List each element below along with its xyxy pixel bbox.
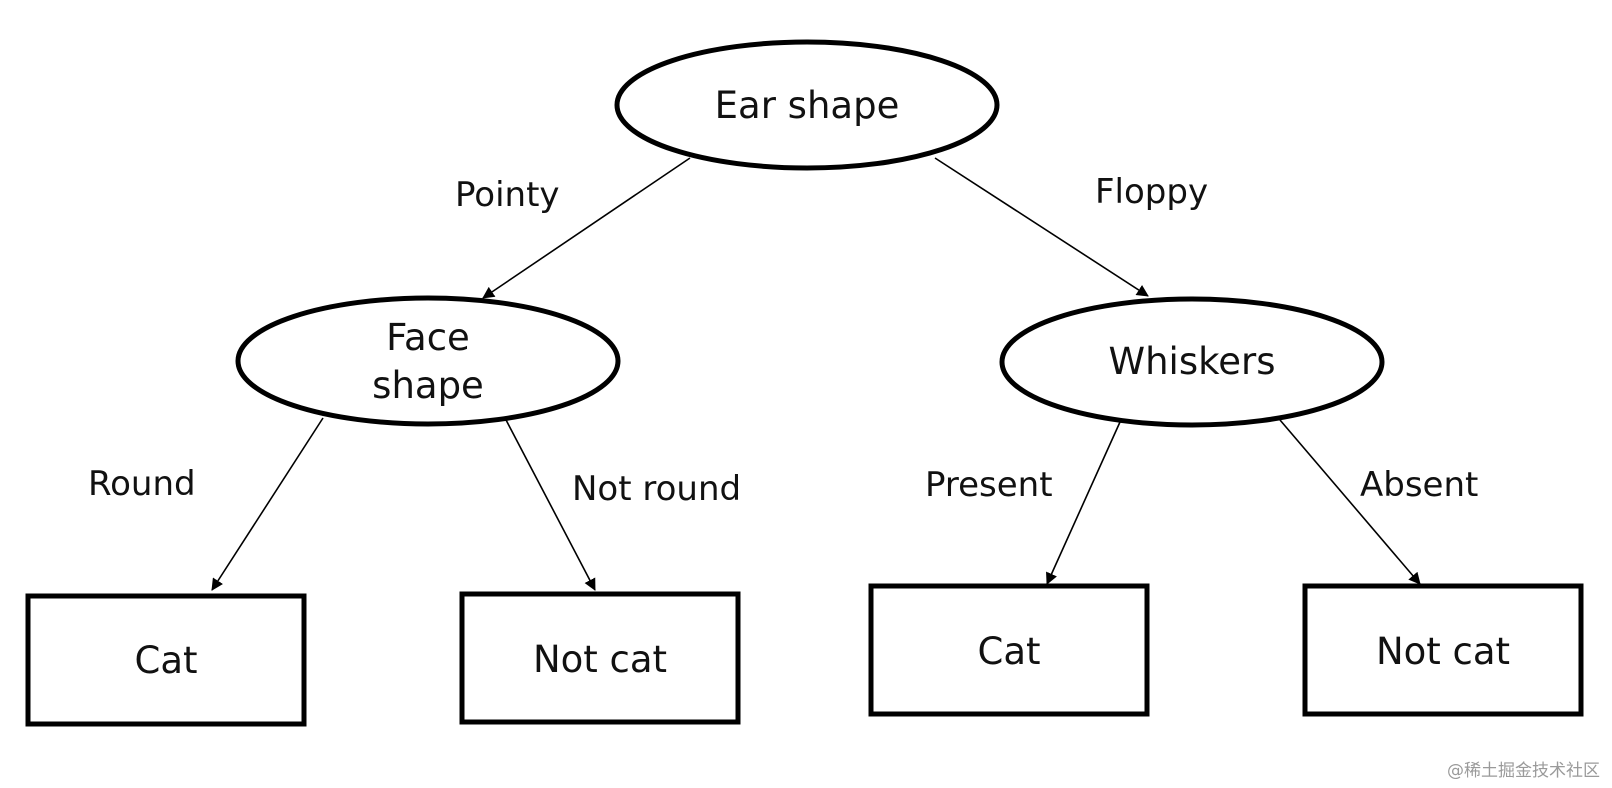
leaf-not-cat-right-label: Not cat bbox=[1376, 630, 1510, 673]
face-shape-node-ellipse bbox=[235, 295, 621, 427]
leaf-cat-left-label: Cat bbox=[134, 639, 197, 682]
edge-round-arrow bbox=[211, 417, 324, 591]
edge-label-present: Present bbox=[925, 465, 1053, 505]
leaf-not-cat-left-box bbox=[459, 591, 741, 725]
edge-absent-arrow bbox=[1279, 419, 1421, 585]
edge-floppy-arrow bbox=[934, 157, 1149, 297]
leaf-cat-right-box bbox=[868, 583, 1150, 717]
leaf-not-cat-right-box bbox=[1302, 583, 1584, 717]
leaf-node-not-cat-right: Not cat bbox=[1302, 583, 1584, 717]
edge-label-not-round: Not round bbox=[572, 469, 741, 509]
leaf-node-cat-left: Cat bbox=[25, 593, 307, 727]
watermark-text: @稀土掘金技术社区 bbox=[1447, 761, 1600, 781]
root-node-label: Ear shape bbox=[715, 84, 900, 127]
leaf-cat-right-label: Cat bbox=[977, 630, 1040, 673]
whiskers-node-ellipse bbox=[999, 296, 1385, 428]
decision-node-whiskers: Whiskers bbox=[999, 296, 1385, 428]
face-shape-node-label-line-1: Face bbox=[386, 316, 470, 359]
edge-pointy-arrow bbox=[482, 157, 691, 299]
edge-not-round-arrow bbox=[504, 417, 596, 591]
decision-node-face-shape: Face shape bbox=[235, 295, 621, 427]
leaf-node-not-cat-left: Not cat bbox=[459, 591, 741, 725]
leaf-cat-left-box bbox=[25, 593, 307, 727]
root-node-ear-shape: Ear shape bbox=[614, 39, 1000, 171]
edge-label-absent: Absent bbox=[1360, 465, 1478, 505]
whiskers-node-label: Whiskers bbox=[1109, 340, 1276, 383]
edge-label-pointy: Pointy bbox=[455, 175, 560, 215]
edge-present-arrow bbox=[1046, 421, 1121, 585]
face-shape-node-label-line-2: shape bbox=[372, 364, 484, 407]
edge-label-round: Round bbox=[88, 464, 196, 504]
leaf-not-cat-left-label: Not cat bbox=[533, 638, 667, 681]
leaf-node-cat-right: Cat bbox=[868, 583, 1150, 717]
root-node-ellipse bbox=[614, 39, 1000, 171]
edge-label-floppy: Floppy bbox=[1095, 172, 1208, 212]
